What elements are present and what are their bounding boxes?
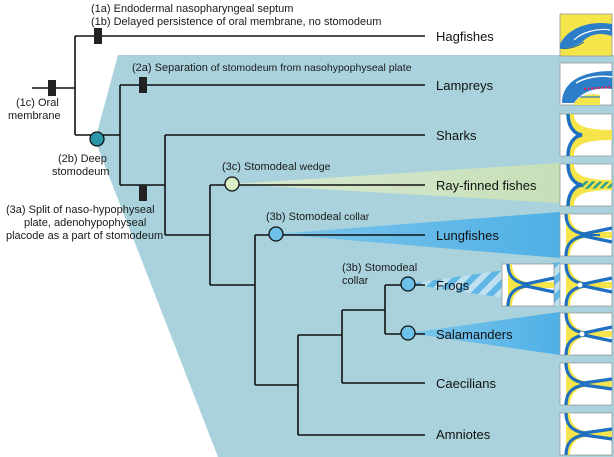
node-deep-stomodeum bbox=[89, 131, 105, 147]
taxon-label-ray-finned-fishes: Ray-finned fishes bbox=[436, 178, 537, 193]
annotation-2a: (2a) Separation of stomodeum from nasohy… bbox=[132, 62, 412, 74]
annotation-3b-lungfishes-prefix: (3b) Stomodeal bbox=[266, 211, 341, 223]
taxon-label-amniotes: Amniotes bbox=[436, 427, 491, 442]
amniote-head-icon bbox=[559, 412, 613, 456]
node-stomodeal-collar-frogs bbox=[400, 276, 416, 292]
annotation-3b-frogs-line1: (3b) Stomodeal bbox=[342, 262, 417, 274]
annotation-3a-line2: plate, adenohypophyseal bbox=[24, 217, 146, 229]
annotation-3c: (3c) Stomodeal wedge bbox=[222, 161, 331, 173]
taxon-label-frogs: Frogs bbox=[436, 278, 470, 293]
annotation-2b-line2: stomodeum bbox=[52, 166, 109, 178]
taxon-label-sharks: Sharks bbox=[436, 128, 477, 143]
tree-branches bbox=[32, 35, 425, 436]
annotation-1c-line1: (1c) Oral bbox=[16, 97, 59, 109]
taxon-label-hagfishes: Hagfishes bbox=[436, 29, 494, 44]
taxon-label-salamanders: Salamanders bbox=[436, 327, 513, 342]
frog-head-icon-a bbox=[501, 263, 555, 307]
stomodeal-wedge-region bbox=[232, 163, 560, 203]
annotation-3c-rest: wedge bbox=[297, 161, 331, 173]
annotation-3c-prefix: (3c) Stomodeal bbox=[222, 161, 297, 173]
annotation-3b-lungfishes: (3b) Stomodeal collar bbox=[266, 211, 370, 223]
annotation-2b-line1: (2b) Deep bbox=[58, 153, 107, 165]
taxon-label-lampreys: Lampreys bbox=[436, 78, 494, 93]
annotation-3a-line3: placode as a part of stomodeum bbox=[6, 230, 163, 242]
annotation-1b: (1b) Delayed persistence of oral membran… bbox=[91, 16, 381, 28]
annotation-1a: (1a) Endodermal nasopharyngeal septum bbox=[91, 3, 293, 15]
node-stomodeal-collar-lungfishes bbox=[268, 226, 284, 242]
node-stomodeal-wedge bbox=[224, 176, 240, 192]
taxon-label-lungfishes: Lungfishes bbox=[436, 228, 499, 243]
caecilian-head-icon bbox=[559, 362, 613, 406]
annotation-3a-line1: (3a) Split of naso-hypophyseal bbox=[6, 204, 155, 216]
deep-stomodeum-region bbox=[95, 55, 614, 457]
lungfish-head-icon bbox=[559, 213, 613, 257]
character-bar-3a bbox=[139, 185, 147, 201]
node-stomodeal-collar-salamanders bbox=[400, 325, 416, 341]
shark-head-icon bbox=[559, 113, 613, 157]
character-bar-2a bbox=[139, 77, 147, 93]
salamander-head-icon bbox=[559, 312, 613, 356]
annotation-2a-prefix: (2a) Separation bbox=[132, 62, 208, 74]
ray-finned-fish-head-icon bbox=[559, 163, 613, 207]
character-bar-1c bbox=[48, 80, 56, 96]
annotation-3b-lungfishes-rest: collar bbox=[341, 211, 370, 223]
annotation-3b-frogs-line2: collar bbox=[342, 275, 369, 287]
annotation-2a-rest: of stomodeum from nasohypophyseal plate bbox=[208, 62, 412, 74]
hagfish-head-icon bbox=[559, 13, 613, 57]
annotation-1c-line2: membrane bbox=[8, 110, 61, 122]
frog-head-icon-b bbox=[559, 263, 613, 307]
stomodeal-collar-region-salamanders bbox=[408, 312, 560, 355]
character-bar-1ab bbox=[94, 28, 102, 44]
lamprey-head-icon bbox=[559, 62, 613, 106]
taxon-label-caecilians: Caecilians bbox=[436, 376, 496, 391]
